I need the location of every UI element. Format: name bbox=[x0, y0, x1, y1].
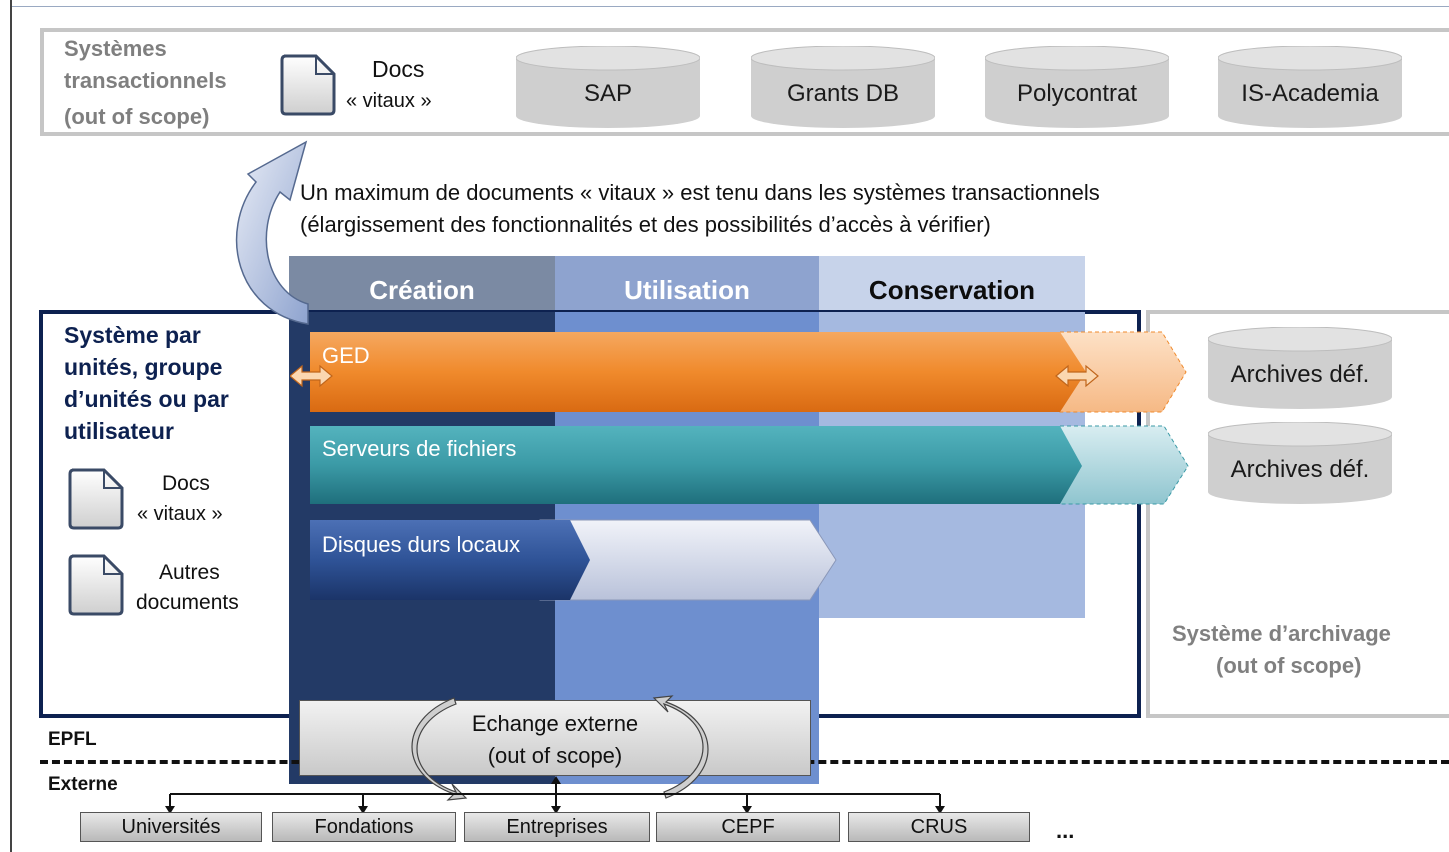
unit-doc1-label-2: « vitaux » bbox=[137, 503, 223, 525]
external-connectors bbox=[165, 776, 945, 814]
servers-label: Serveurs de fichiers bbox=[322, 436, 517, 461]
local-label: Disques durs locaux bbox=[322, 532, 521, 557]
unit-doc1-label-1: Docs bbox=[162, 472, 210, 495]
unit-doc2-label-1: Autres bbox=[159, 561, 220, 584]
top-doc-label-2: « vitaux » bbox=[346, 90, 432, 112]
note-line-1: Un maximum de documents « vitaux » est t… bbox=[300, 180, 1100, 205]
top-doc-label-1: Docs bbox=[372, 56, 425, 82]
document-icon bbox=[68, 554, 124, 616]
partner-universites: Universités bbox=[80, 812, 262, 842]
partner-fondations: Fondations bbox=[272, 812, 456, 842]
partner-entreprises: Entreprises bbox=[464, 812, 650, 842]
double-arrow-icon bbox=[290, 364, 333, 388]
ged-label: GED bbox=[322, 343, 370, 368]
exchange-label-1: Echange externe bbox=[471, 711, 639, 736]
local-bar bbox=[310, 520, 590, 600]
ellipsis: ... bbox=[1056, 818, 1075, 843]
document-icon bbox=[280, 54, 336, 116]
archive-system-label-1: Système d’archivage bbox=[1172, 621, 1391, 646]
partner-cepf: CEPF bbox=[656, 812, 840, 842]
unit-label-2: unités, groupe bbox=[64, 354, 223, 380]
transactional-systems-box bbox=[40, 28, 1449, 136]
process-bars bbox=[290, 331, 1189, 601]
phase-creation-label: Création bbox=[369, 275, 475, 305]
partner-crus: CRUS bbox=[848, 812, 1030, 842]
db-grants: Grants DB bbox=[751, 46, 935, 128]
unit-label-3: d’unités ou par bbox=[64, 386, 229, 412]
unit-label-1: Système par bbox=[64, 322, 201, 348]
exchange-cycle-icon bbox=[411, 695, 709, 801]
curved-arrow-icon bbox=[235, 140, 309, 325]
double-arrow-icon bbox=[1055, 364, 1099, 388]
servers-bar-fade bbox=[1059, 425, 1189, 505]
archive-db-2: Archives déf. bbox=[1208, 422, 1392, 504]
archive-db-1: Archives déf. bbox=[1208, 327, 1392, 409]
document-icon bbox=[68, 468, 124, 530]
db-grants-label: Grants DB bbox=[786, 80, 900, 107]
unit-doc2-label-2: documents bbox=[136, 591, 239, 614]
phase-conservation-label: Conservation bbox=[868, 275, 1036, 305]
db-polycontrat-label: Polycontrat bbox=[1016, 80, 1138, 107]
external-label: Externe bbox=[48, 774, 118, 795]
db-is-academia-label: IS-Academia bbox=[1241, 80, 1379, 107]
transactional-label-2: transactionnels bbox=[64, 68, 227, 93]
db-polycontrat: Polycontrat bbox=[985, 46, 1169, 128]
transactional-label-3: (out of scope) bbox=[64, 104, 210, 129]
unit-label-4: utilisateur bbox=[64, 418, 174, 444]
ged-bar bbox=[310, 332, 1086, 412]
servers-bar bbox=[310, 426, 1082, 504]
db-is-academia: IS-Academia bbox=[1218, 46, 1402, 128]
creation-column-header bbox=[289, 256, 555, 312]
top-border-line bbox=[12, 6, 1449, 7]
phase-utilisation-label: Utilisation bbox=[624, 275, 750, 305]
conservation-column-header bbox=[819, 256, 1085, 312]
db-sap-label: SAP bbox=[583, 80, 633, 107]
note-line-2: (élargissement des fonctionnalités et de… bbox=[300, 212, 991, 237]
utilisation-column-header bbox=[555, 256, 819, 312]
exchange-label-2: (out of scope) bbox=[487, 743, 623, 768]
archive-system-box bbox=[1146, 310, 1449, 718]
archive-db-2-label: Archives déf. bbox=[1230, 456, 1370, 483]
epfl-label: EPFL bbox=[48, 729, 97, 750]
exchange-box bbox=[299, 700, 811, 776]
left-border-line bbox=[10, 0, 12, 852]
db-sap: SAP bbox=[516, 46, 700, 128]
archive-db-1-label: Archives déf. bbox=[1230, 361, 1370, 388]
archive-system-label-2: (out of scope) bbox=[1216, 653, 1362, 678]
transactional-label-1: Systèmes bbox=[64, 36, 167, 61]
